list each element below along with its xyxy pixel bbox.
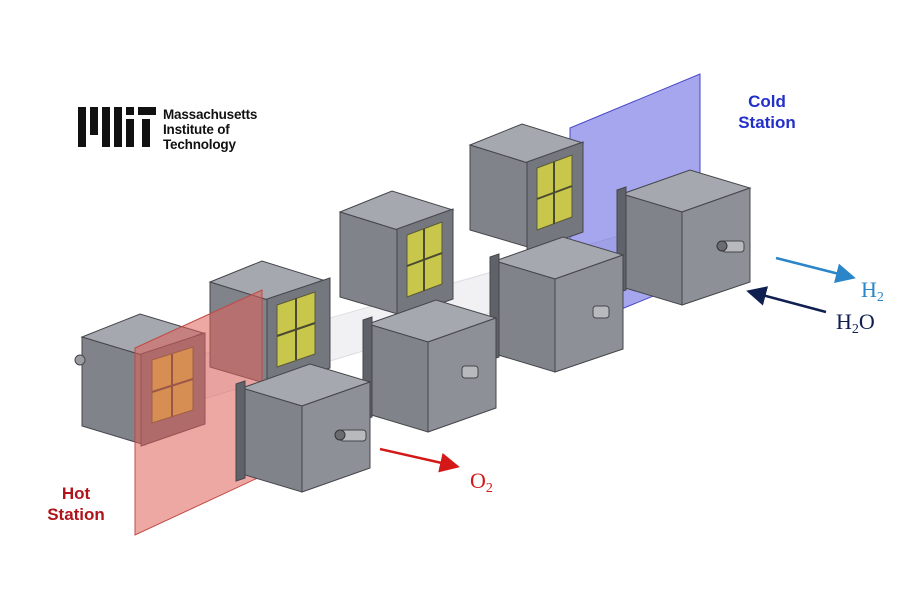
reactor-unit-3 [338, 190, 455, 320]
h2o-inflow-arrow [746, 286, 827, 314]
hot-station-label: Hot Station [47, 484, 105, 524]
mit-logo-icon [78, 107, 156, 147]
logo-line-1: Massachusetts [163, 107, 258, 122]
cold-station-label: Cold Station [738, 92, 796, 132]
collector-box-4 [616, 169, 752, 306]
h2o-label: H2O [836, 309, 875, 337]
mit-logo: Massachusetts Institute of Technology [78, 103, 338, 155]
h2-outflow-arrow [775, 256, 856, 284]
collector-box-1 [235, 363, 372, 493]
reactor-unit-4 [468, 123, 585, 253]
logo-line-2: Institute of [163, 122, 230, 137]
o2-label: O2 [470, 468, 493, 496]
o2-outflow-arrow [379, 447, 460, 473]
collector-box-3 [489, 236, 625, 373]
logo-line-3: Technology [163, 137, 236, 152]
h2-label: H2 [861, 277, 884, 305]
collector-box-2 [362, 299, 498, 433]
